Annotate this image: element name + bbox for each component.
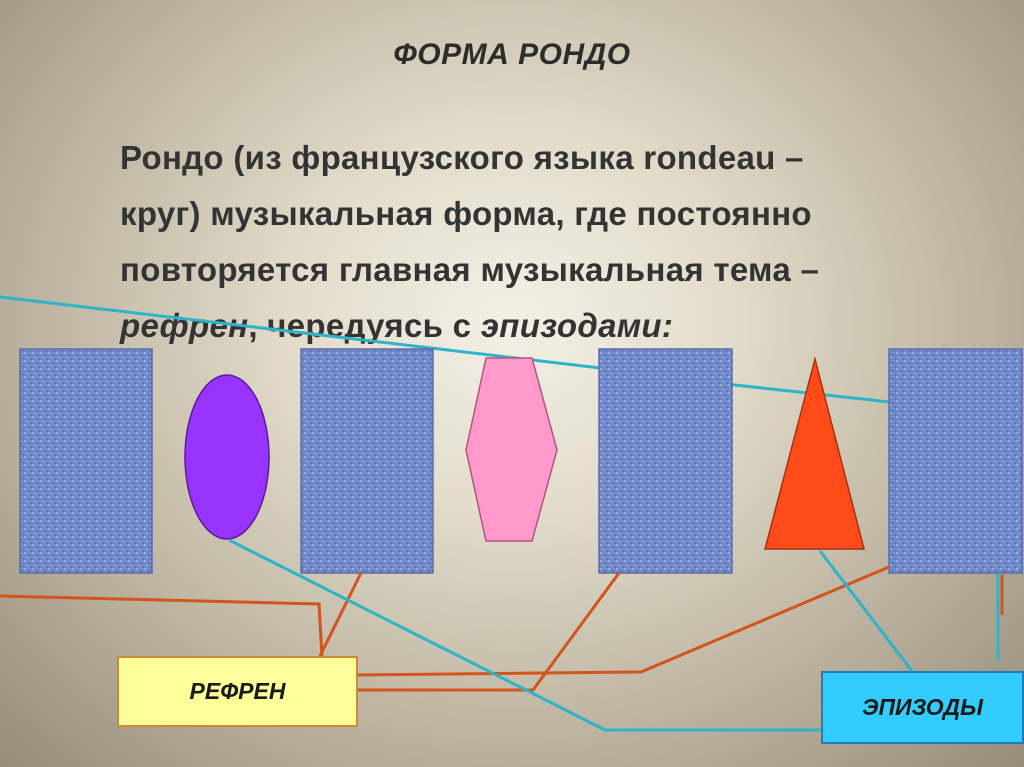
definition-text: Рондо (из французского языка rondeau – к…	[120, 130, 1000, 354]
refrain-block-3	[598, 348, 733, 574]
episode-triangle	[764, 356, 865, 550]
refrain-block-4	[888, 348, 1023, 574]
refrain-connector-block3	[358, 572, 621, 692]
refrain-label-box: РЕФРЕН	[117, 656, 358, 727]
definition-line-4: рефрен, чередуясь с эпизодами:	[120, 298, 1000, 354]
definition-line-3: повторяется главная музыкальная тема –	[120, 251, 820, 288]
definition-line-2: круг) музыкальная форма, где постоянно	[120, 195, 812, 232]
episode-ellipse	[184, 374, 270, 540]
refrain-connector-block4	[357, 565, 890, 677]
episodes-label: ЭПИЗОДЫ	[861, 694, 984, 720]
episode-connector-triangle	[818, 550, 914, 672]
definition-line-4-mid: , чередуясь с	[248, 307, 481, 344]
definition-line-1: Рондо (из французского языка rondeau –	[120, 139, 804, 176]
episodes-label-box: ЭПИЗОДЫ	[821, 671, 1024, 744]
term-episodes: эпизодами:	[480, 307, 674, 344]
refrain-block-2	[300, 348, 434, 574]
refrain-connector-left	[0, 594, 324, 657]
refrain-label: РЕФРЕН	[189, 678, 286, 704]
refrain-block-1	[19, 348, 153, 574]
refrain-connector-block2	[318, 572, 363, 657]
slide-title: ФОРМА РОНДО	[393, 38, 631, 71]
episode-connector-ellipse	[228, 538, 821, 732]
episode-hexagon	[465, 357, 558, 542]
